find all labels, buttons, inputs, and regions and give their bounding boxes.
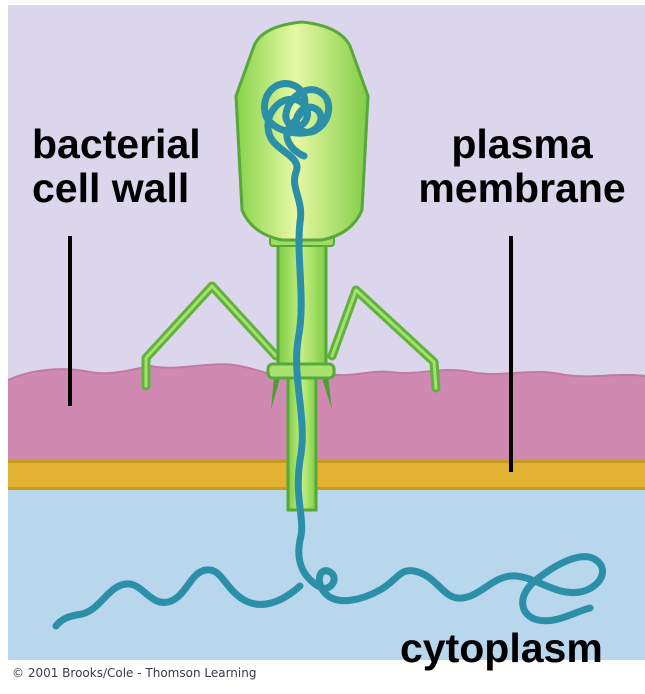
plasma-membrane-label-line2: membrane [412, 166, 632, 210]
plasma-membrane-label: plasma membrane [412, 122, 632, 211]
phage-baseplate [268, 364, 334, 378]
plasma-membrane-bottom-edge [8, 487, 645, 490]
top-border [8, 0, 645, 5]
plasma-membrane [8, 460, 645, 490]
copyright-notice: © 2001 Brooks/Cole - Thomson Learning [12, 666, 256, 680]
plasma-membrane-label-line1: plasma [412, 122, 632, 166]
bacterial-cell-wall-label-line1: bacterial [32, 122, 201, 166]
cytoplasm-label: cytoplasm [400, 626, 603, 670]
bacterial-cell-wall-label-line2: cell wall [32, 166, 201, 210]
bacterial-cell-wall-label: bacterial cell wall [32, 122, 201, 211]
plasma-membrane-top-edge [8, 460, 645, 463]
